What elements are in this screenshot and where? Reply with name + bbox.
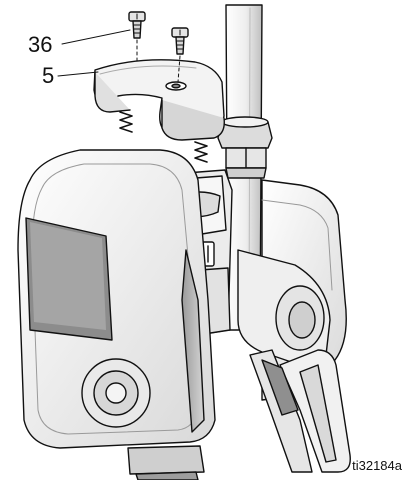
figure-id: ti32184a (352, 458, 402, 473)
callout-36: 36 (28, 32, 53, 57)
display-housing (17, 149, 216, 481)
screw-left (128, 11, 146, 39)
bracket-part-5 (93, 59, 225, 141)
pivot-arm (237, 249, 331, 367)
screw-right (171, 27, 189, 55)
leader-lines (57, 29, 131, 77)
pole-collar (217, 116, 273, 179)
spring-left (119, 111, 133, 133)
spring-right (194, 141, 208, 163)
callout-5: 5 (42, 63, 55, 88)
handle (249, 349, 351, 473)
alignment-lines (136, 39, 181, 83)
